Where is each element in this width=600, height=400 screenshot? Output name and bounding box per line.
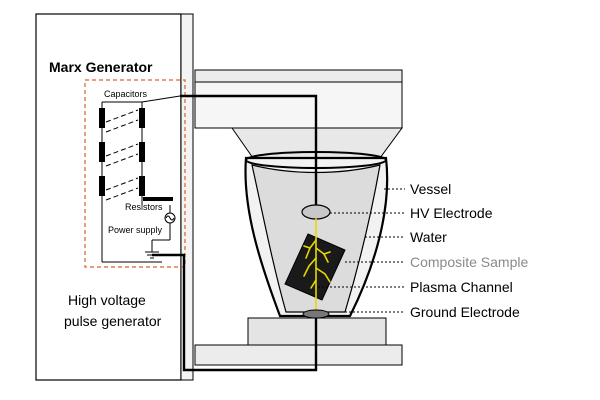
top-frame-bar bbox=[194, 69, 403, 83]
callout-vessel: Vessel bbox=[410, 181, 451, 197]
upper-support-block bbox=[194, 81, 403, 129]
resistor-bar bbox=[143, 197, 173, 201]
plasma-channel bbox=[303, 218, 331, 311]
spark-gap-link bbox=[105, 153, 139, 167]
callout-hv-electrode: HV Electrode bbox=[410, 205, 493, 221]
ground-electrode bbox=[302, 309, 330, 319]
capacitor-1-left bbox=[99, 108, 105, 128]
callout-water: Water bbox=[410, 229, 447, 245]
callout-composite-sample: Composite Sample bbox=[410, 254, 528, 270]
spark-gaps bbox=[105, 109, 139, 201]
marx-generator-dashed-box bbox=[84, 79, 186, 268]
capacitor-1-right bbox=[139, 108, 145, 128]
hv-electrode bbox=[301, 204, 331, 220]
power-supply-icon bbox=[152, 205, 176, 241]
callout-plasma-channel: Plasma Channel bbox=[410, 279, 513, 295]
composite-sample bbox=[284, 233, 346, 301]
capacitor-3-left bbox=[99, 176, 105, 196]
capacitor-blocks bbox=[99, 108, 145, 196]
capacitors-label: Capacitors bbox=[104, 89, 148, 99]
spark-gap-link bbox=[105, 109, 139, 123]
generator-caption-line2: pulse generator bbox=[64, 313, 162, 329]
spark-gap-link bbox=[105, 119, 139, 133]
resistors-label: Resistors bbox=[125, 202, 163, 212]
power-supply-label: Power supply bbox=[108, 225, 163, 235]
callout-ground-electrode: Ground Electrode bbox=[410, 304, 520, 320]
spark-gap-link bbox=[105, 177, 139, 191]
generator-caption-line1: High voltage bbox=[68, 292, 146, 308]
base-plate bbox=[194, 344, 403, 366]
generator-title: Marx Generator bbox=[49, 59, 153, 75]
capacitor-2-right bbox=[139, 142, 145, 162]
spark-gap-link bbox=[105, 187, 139, 201]
ground-return-line bbox=[152, 253, 318, 372]
capacitor-2-left bbox=[99, 142, 105, 162]
callout-leaders bbox=[318, 188, 405, 313]
capacitor-3-right bbox=[139, 176, 145, 196]
hv-feed-line bbox=[180, 94, 318, 205]
spark-gap-link bbox=[105, 143, 139, 157]
